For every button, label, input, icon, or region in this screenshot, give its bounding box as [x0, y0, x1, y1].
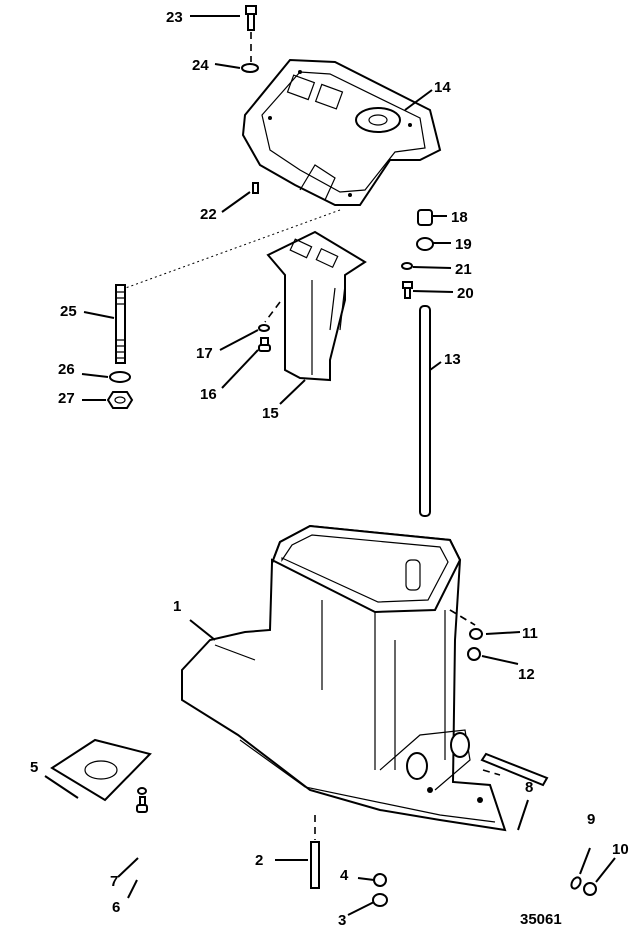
callout-2: 2: [255, 852, 263, 869]
part-2-stud: [310, 841, 320, 889]
alignment-line: [482, 769, 501, 776]
alignment-line: [264, 301, 281, 323]
callout-8: 8: [525, 779, 533, 796]
part-23-bolt: [245, 5, 257, 62]
part-26-washer: [109, 371, 131, 383]
part-14-adapter-plate: [241, 58, 442, 206]
part-21-washer: [401, 262, 413, 270]
part-18-bushing: [417, 209, 433, 226]
callout-19: 19: [455, 236, 472, 253]
callout-1: 1: [173, 598, 181, 615]
callout-15: 15: [262, 405, 279, 422]
part-11-washer: [469, 628, 483, 640]
leader-lines: [44, 15, 616, 916]
part-12-nut: [467, 647, 481, 661]
figure-number: 35061: [520, 911, 562, 928]
part-5-cover-plate: [50, 738, 152, 802]
part-4-nut: [373, 873, 387, 887]
callout-11: 11: [522, 625, 538, 642]
part-13-water-tube: [419, 305, 431, 517]
part-22-pin: [252, 182, 259, 194]
part-1-driveshaft-housing: [181, 524, 507, 832]
callout-10: 10: [612, 841, 629, 858]
callout-23: 23: [166, 9, 183, 26]
part-20-screw: [402, 281, 413, 299]
callout-25: 25: [60, 303, 77, 320]
callout-3: 3: [338, 912, 346, 929]
part-27-nut: [106, 391, 134, 409]
part-9-washer: [570, 876, 582, 890]
part-25-stud: [115, 284, 126, 364]
callout-16: 16: [200, 386, 217, 403]
callout-20: 20: [457, 285, 474, 302]
part-6-screw: [136, 796, 148, 813]
callout-27: 27: [58, 390, 75, 407]
callout-13: 13: [444, 351, 461, 368]
callout-5: 5: [30, 759, 38, 776]
part-19-seal: [416, 237, 434, 251]
part-16-screw: [258, 337, 271, 352]
part-17-washer: [258, 324, 270, 332]
part-8-stud: [480, 752, 549, 787]
callout-17: 17: [196, 345, 213, 362]
alignment-line: [449, 609, 476, 626]
callout-7: 7: [110, 873, 118, 890]
callout-18: 18: [451, 209, 468, 226]
callout-22: 22: [200, 206, 217, 223]
callout-26: 26: [58, 361, 75, 378]
part-15-exhaust-tube: [266, 230, 367, 382]
alignment-line: [119, 209, 341, 291]
callout-9: 9: [587, 811, 595, 828]
callout-labels: 23 24 14 22 18 19 21 20 25 17 16 15 13 2…: [30, 9, 629, 929]
part-7-washer: [137, 787, 147, 795]
callout-12: 12: [518, 666, 535, 683]
callout-6: 6: [112, 899, 120, 916]
callout-24: 24: [192, 57, 209, 74]
part-3-washer: [372, 893, 388, 907]
callout-21: 21: [455, 261, 472, 278]
callout-4: 4: [340, 867, 349, 884]
part-24-washer: [241, 63, 259, 73]
callout-14: 14: [434, 79, 451, 96]
part-10-nut: [583, 882, 597, 896]
